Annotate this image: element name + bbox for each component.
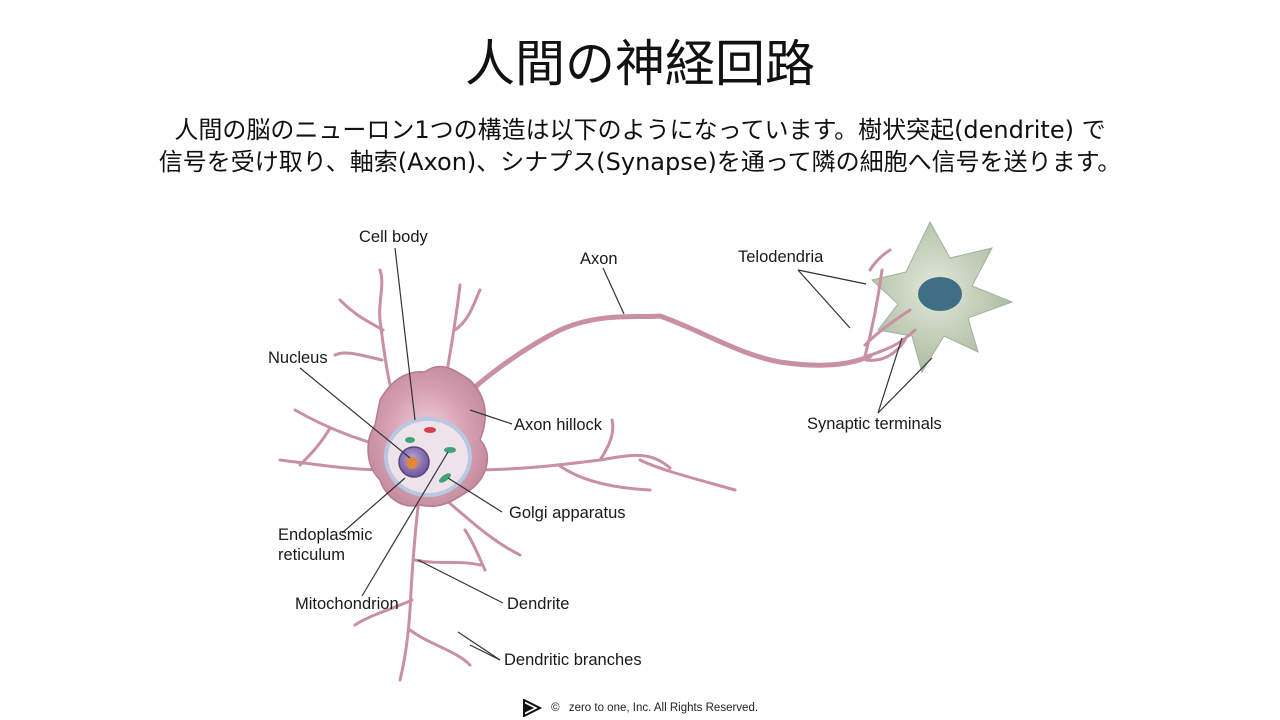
copyright-symbol: ©	[551, 702, 560, 714]
axon-fiber	[447, 313, 873, 413]
dendrites	[278, 268, 737, 682]
organelle-green-2	[405, 437, 415, 443]
label-nucleus: Nucleus	[268, 349, 328, 367]
golgi-shape	[439, 473, 451, 483]
nucleolus-shape	[406, 457, 418, 469]
label-axon-hillock: Axon hillock	[514, 416, 603, 434]
footer: © zero to one, Inc. All Rights Reserved.	[0, 699, 1280, 717]
label-mitochondrion: Mitochondrion	[295, 595, 399, 613]
telodendria-branches	[863, 248, 917, 362]
description-line-2: 信号を受け取り、軸索(Axon)、シナプス(Synapse)を通って隣の細胞へ信…	[158, 148, 1122, 176]
description-line-1: 人間の脳のニューロン1つの構造は以下のようになっています。樹状突起(dendri…	[174, 116, 1106, 144]
label-endoplasmic: Endoplasmic	[278, 526, 373, 544]
label-reticulum: reticulum	[278, 546, 345, 564]
label-dendritic-branches: Dendritic branches	[504, 651, 642, 669]
footer-text: zero to one, Inc. All Rights Reserved.	[568, 702, 759, 714]
label-dendrite: Dendrite	[507, 595, 570, 613]
label-golgi-apparatus: Golgi apparatus	[509, 504, 626, 522]
leader-lines	[299, 247, 933, 661]
label-cell-body: Cell body	[359, 228, 428, 246]
label-synaptic-terminals: Synaptic terminals	[807, 415, 942, 433]
neuron	[278, 248, 917, 682]
neighbor-nucleus	[918, 277, 962, 311]
label-axon: Axon	[580, 250, 618, 268]
play-triangle-icon	[522, 699, 542, 717]
slide-description: 人間の脳のニューロン1つの構造は以下のようになっています。樹状突起(dendri…	[100, 114, 1180, 178]
neighbor-cell	[870, 220, 1014, 374]
label-telodendria: Telodendria	[738, 248, 824, 266]
slide-title: 人間の神経回路	[465, 35, 815, 93]
organelle-red	[424, 427, 436, 433]
mitochondrion-shape	[444, 447, 456, 453]
